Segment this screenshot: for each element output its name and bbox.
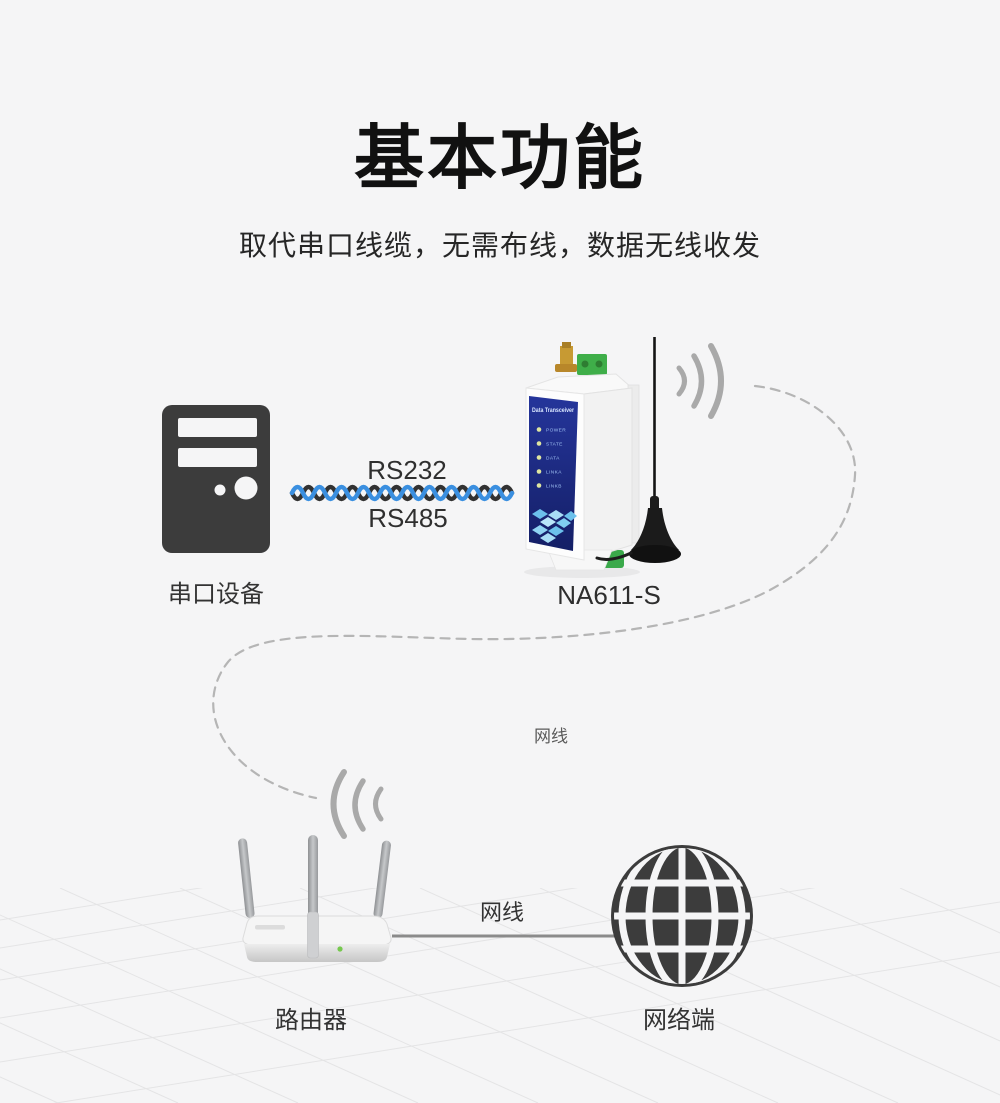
panel-checker-pattern xyxy=(532,509,577,543)
desktop-tower-icon xyxy=(162,405,270,553)
page-subtitle: 取代串口线缆，无需布线，数据无线收发 xyxy=(238,230,761,261)
router-icon xyxy=(238,835,392,962)
router-signal-icon xyxy=(330,769,384,839)
serial-device-label: 串口设备 xyxy=(168,581,264,608)
rs485-label: RS485 xyxy=(368,503,448,533)
led-label-linka: LINKA xyxy=(546,470,562,476)
panel-title: Data Transceiver xyxy=(532,408,575,414)
led-label-power: POWER xyxy=(546,428,566,434)
router-label: 路由器 xyxy=(275,1007,347,1034)
whip-antenna-icon xyxy=(595,337,681,563)
globe-icon xyxy=(611,845,753,987)
ethernet-label: 网线 xyxy=(479,900,525,925)
page-title: 基本功能 xyxy=(354,119,646,197)
floor-grid xyxy=(0,888,1000,1103)
transceiver-signal-icon xyxy=(676,343,724,419)
wireless-path-label: 网线 xyxy=(534,727,568,746)
terminal-block-top xyxy=(577,354,607,375)
twisted-pair-cable xyxy=(289,484,515,502)
network-label: 网络端 xyxy=(643,1007,715,1034)
wireless-link-path xyxy=(212,384,857,800)
led-indicators: POWER STATE DATA LINKA LINKB xyxy=(536,427,566,490)
transceiver-model-label: NA611-S xyxy=(557,580,661,610)
rs232-label: RS232 xyxy=(367,455,447,485)
led-label-linkb: LINKB xyxy=(546,484,562,490)
na611-device: Data Transceiver POWER STATE DATA LINKA … xyxy=(524,342,640,578)
led-label-data: DATA xyxy=(546,456,560,462)
router-led xyxy=(337,946,343,952)
led-label-state: STATE xyxy=(546,442,563,448)
